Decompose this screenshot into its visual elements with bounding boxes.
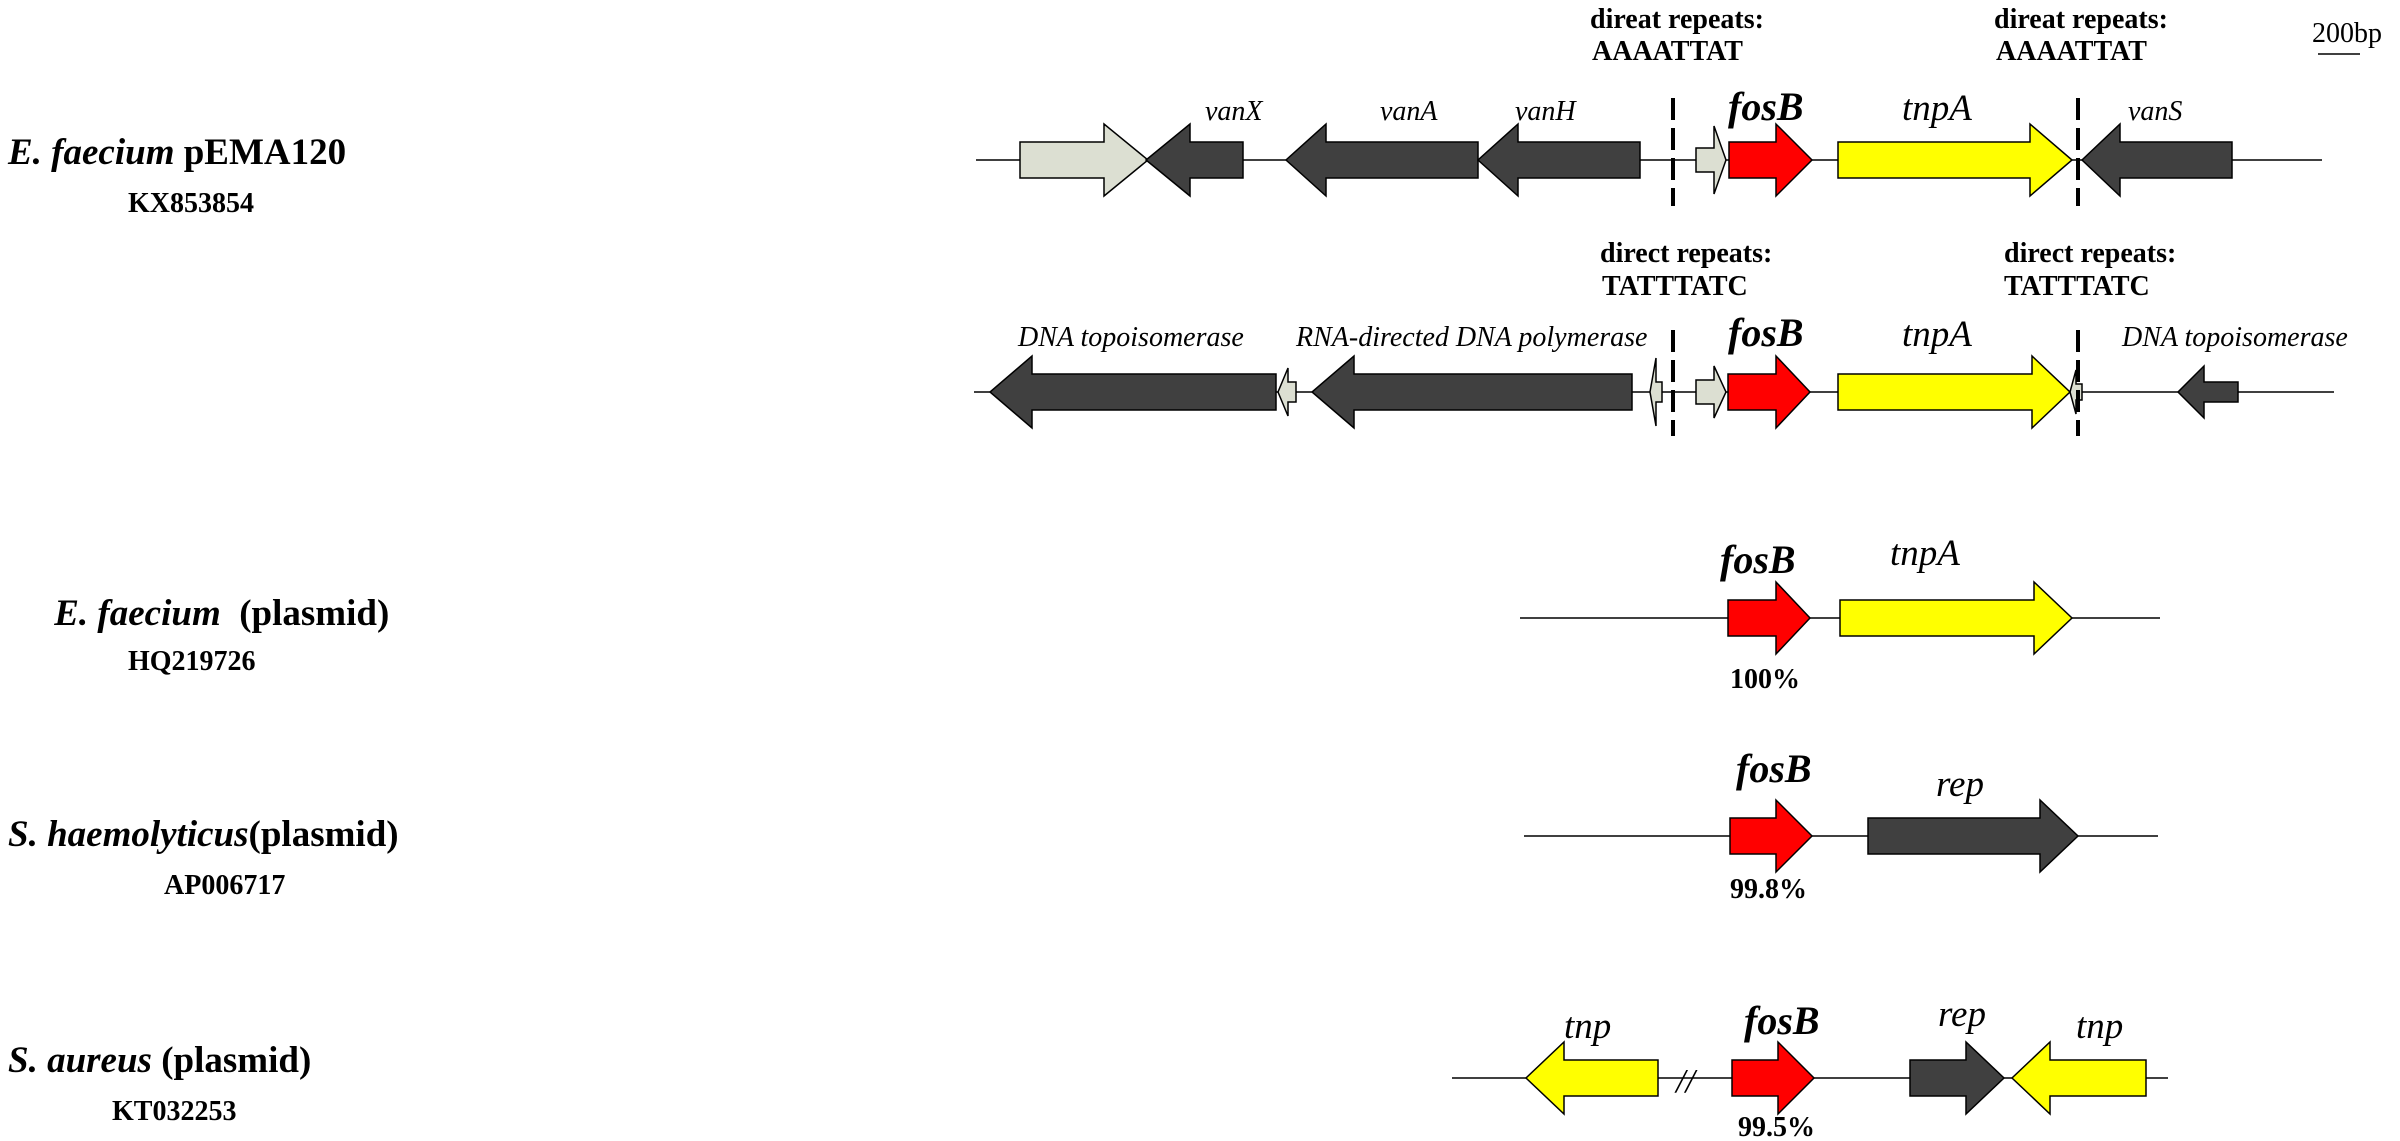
identity-label-4: 99.8% <box>1730 874 1807 905</box>
accession-label-5: KT032253 <box>112 1096 236 1127</box>
organism-label-1: E. faecium pEMA120 <box>7 132 346 173</box>
gene-arrow-vanA <box>1284 122 1479 198</box>
gene-arrow-dna-topoisomerase <box>988 354 1277 430</box>
gene-arrow-rep <box>1909 1040 2006 1116</box>
gene-arrow-fosB <box>1727 354 1812 430</box>
organism-name-1: E. faecium <box>7 132 174 173</box>
organism-name-5: S. aureus <box>8 1040 152 1081</box>
gene-arrow-fosB <box>1731 1040 1816 1116</box>
gene-label-tnpA: tnpA <box>1890 533 1960 574</box>
identity-label-3: 100% <box>1730 664 1800 695</box>
gene-arrow-small <box>1695 365 1727 419</box>
gene-arrow-vanH <box>1476 122 1641 198</box>
gene-label-rep: rep <box>1936 764 1984 805</box>
repeat-label-1a: direat repeats: <box>1590 4 1764 35</box>
gene-label-fosB: fosB <box>1728 310 1804 355</box>
gene-label-fosB: fosB <box>1744 998 1820 1043</box>
repeat-seq-2a: TATTTATC <box>1602 271 1748 302</box>
gene-label-dna-topoisomerase-left: DNA topoisomerase <box>1017 322 1244 353</box>
gene-label-vanH: vanH <box>1515 96 1577 127</box>
gene-arrow-fosB <box>1728 122 1814 198</box>
gene-arrow-fosB <box>1727 580 1812 656</box>
gene-label-vanX: vanX <box>1205 96 1263 127</box>
gene-label-tnpA: tnpA <box>1902 314 1972 355</box>
organism-label-5: S. aureus (plasmid) <box>8 1040 311 1081</box>
gene-label-vanA: vanA <box>1380 96 1438 127</box>
gene-label-rep: rep <box>1938 994 1986 1035</box>
repeat-label-2a: direct repeats: <box>1600 238 1772 269</box>
gene-label-dna-topoisomerase-right: DNA topoisomerase <box>2121 322 2348 353</box>
gene-arrow-small <box>1649 357 1663 427</box>
gene-label-fosB: fosB <box>1720 537 1796 582</box>
repeat-seq-1a: AAAATTAT <box>1592 36 1743 67</box>
repeat-label-1b: direat repeats: <box>1994 4 2168 35</box>
scale-bar-label: 200bp <box>2312 18 2382 49</box>
gene-arrow-tnp <box>1524 1040 1659 1116</box>
gene-label-rna-directed-dna-polymerase: RNA-directed DNA polymerase <box>1295 322 1647 353</box>
gene-arrow-small <box>1695 125 1727 195</box>
gene-label-vanS: vanS <box>2128 96 2182 127</box>
gene-arrow-vanS <box>2080 122 2233 198</box>
organism-suffix-3: (plasmid) <box>221 593 390 634</box>
gene-label-tnp-right: tnp <box>2076 1006 2123 1047</box>
repeat-seq-1b: AAAATTAT <box>1996 36 2147 67</box>
organism-suffix-5: (plasmid) <box>152 1040 311 1081</box>
gene-arrow-small <box>1277 367 1297 417</box>
gene-arrow-rep <box>1867 798 2080 874</box>
gene-arrow-tnpA <box>1837 354 2072 430</box>
gene-arrow-unlabeled <box>1019 122 1150 198</box>
repeat-label-2b: direct repeats: <box>2004 238 2176 269</box>
organism-label-3: E. faecium (plasmid) <box>8 593 417 634</box>
gene-label-tnpA: tnpA <box>1902 88 1972 129</box>
organism-name-3: E. faecium <box>53 593 220 634</box>
accession-label-4: AP006717 <box>164 870 285 901</box>
gene-arrow-fosB <box>1729 798 1814 874</box>
sequence-break-mark: // <box>1674 1063 1698 1100</box>
accession-label-1: KX853854 <box>128 188 254 219</box>
accession-label-3: HQ219726 <box>128 646 256 677</box>
organism-suffix-4: (plasmid) <box>249 814 399 855</box>
gene-arrow-tnpA <box>1839 580 2074 656</box>
gene-arrow-tnp <box>2010 1040 2147 1116</box>
repeat-seq-2b: TATTTATC <box>2004 271 2150 302</box>
gene-label-fosB: fosB <box>1736 746 1812 791</box>
gene-label-fosB: fosB <box>1728 84 1804 129</box>
identity-label-5: 99.5% <box>1738 1112 1815 1141</box>
gene-arrow-rna-directed-dna-polymerase <box>1310 354 1633 430</box>
organism-label-4: S. haemolyticus(plasmid) <box>8 814 399 855</box>
organism-suffix-1: pEMA120 <box>174 132 346 173</box>
gene-arrow-tnpA <box>1837 122 2074 198</box>
gene-arrow-dna-topoisomerase <box>2176 364 2239 420</box>
organism-name-4: S. haemolyticus <box>8 814 249 855</box>
gene-arrow-vanX <box>1144 122 1244 198</box>
gene-label-tnp-left: tnp <box>1564 1006 1611 1047</box>
